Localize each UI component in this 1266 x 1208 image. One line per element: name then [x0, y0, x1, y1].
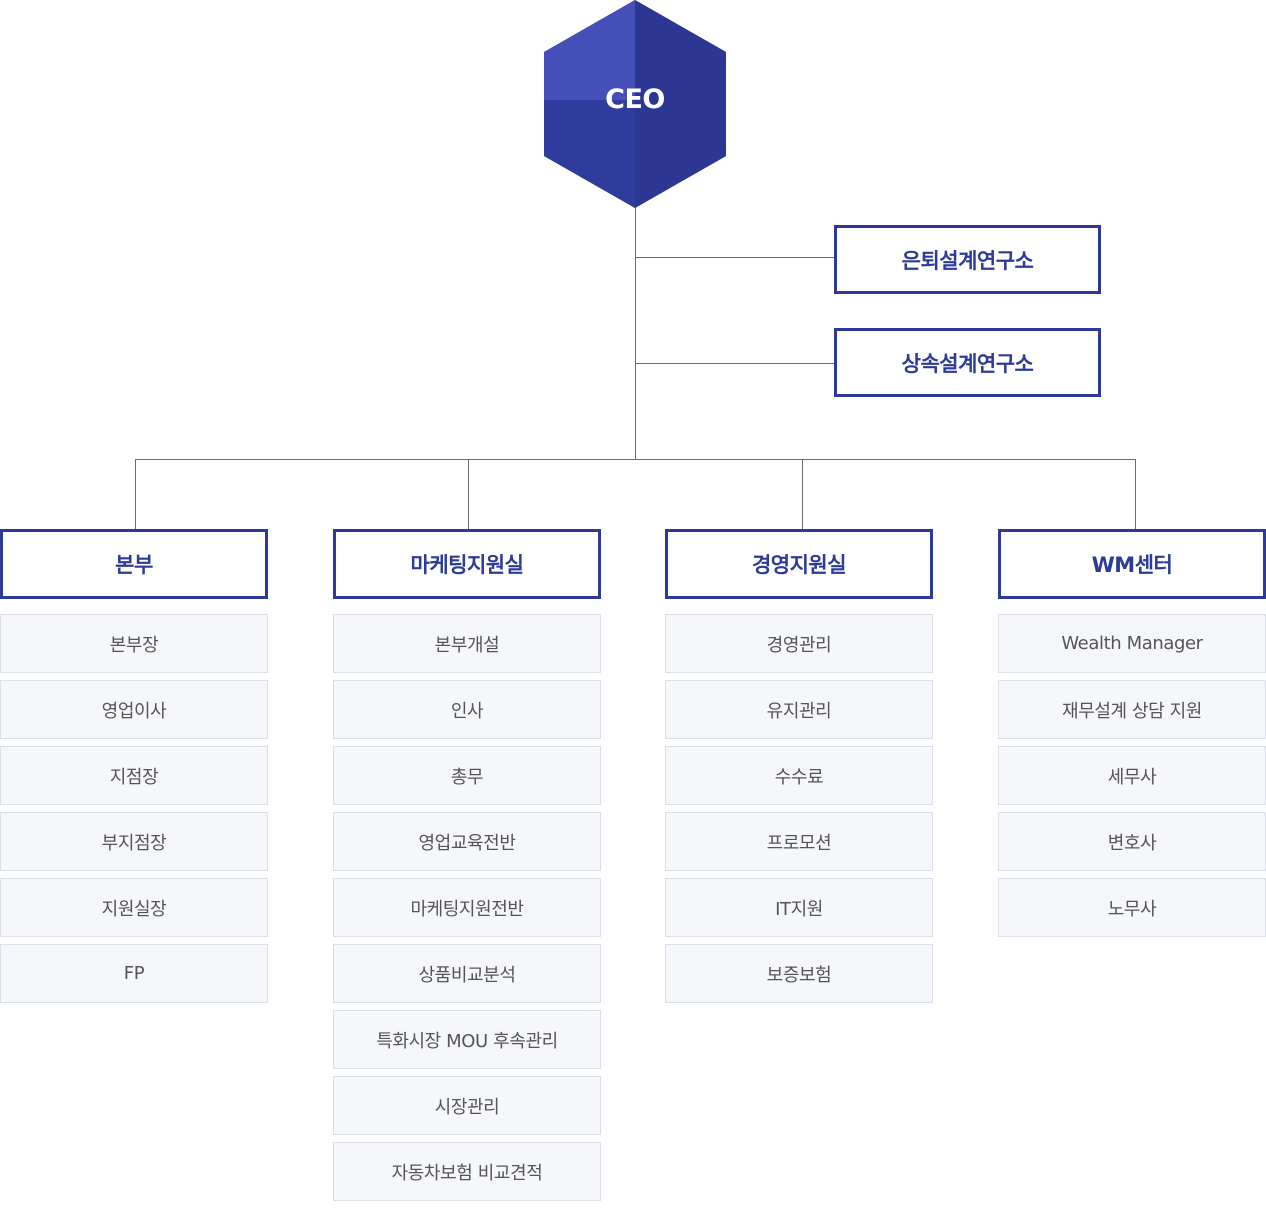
org-item: 인사 — [333, 680, 601, 739]
lab2-connector — [635, 363, 835, 364]
ceo-hexagon-shape — [544, 0, 726, 208]
org-item: Wealth Manager — [998, 614, 1266, 673]
lab-label: 상속설계연구소 — [901, 351, 1034, 376]
org-item: 프로모션 — [665, 812, 933, 871]
org-item: 본부개설 — [333, 614, 601, 673]
org-item: 재무설계 상담 지원 — [998, 680, 1266, 739]
org-item: 자동차보험 비교견적 — [333, 1142, 601, 1201]
org-item: 지원실장 — [0, 878, 268, 937]
org-item: 영업이사 — [0, 680, 268, 739]
dept-header-management: 경영지원실 — [665, 529, 933, 599]
dept4-connector — [1135, 459, 1136, 530]
dept-label: 경영지원실 — [751, 553, 847, 577]
dept-items-management: 경영관리 유지관리 수수료 프로모션 IT지원 보증보험 — [665, 614, 933, 1010]
org-item: 본부장 — [0, 614, 268, 673]
org-item: 시장관리 — [333, 1076, 601, 1135]
org-item: 지점장 — [0, 746, 268, 805]
lab-label: 은퇴설계연구소 — [901, 248, 1034, 273]
department-horizontal-connector — [135, 459, 1136, 460]
lab-box-inheritance: 상속설계연구소 — [834, 328, 1101, 397]
dept-items-headquarters: 본부장 영업이사 지점장 부지점장 지원실장 FP — [0, 614, 268, 1010]
org-item: 부지점장 — [0, 812, 268, 871]
org-item: 노무사 — [998, 878, 1266, 937]
lab1-connector — [635, 257, 835, 258]
org-item: 총무 — [333, 746, 601, 805]
dept-header-headquarters: 본부 — [0, 529, 268, 599]
dept2-connector — [468, 459, 469, 530]
org-item: 경영관리 — [665, 614, 933, 673]
ceo-label: CEO — [605, 84, 665, 115]
dept1-connector — [135, 459, 136, 530]
org-item: 특화시장 MOU 후속관리 — [333, 1010, 601, 1069]
dept-label: 본부 — [115, 553, 153, 577]
ceo-node: CEO — [544, 0, 726, 208]
org-item: 상품비교분석 — [333, 944, 601, 1003]
org-item: FP — [0, 944, 268, 1003]
dept-items-wm-center: Wealth Manager 재무설계 상담 지원 세무사 변호사 노무사 — [998, 614, 1266, 944]
org-item: 세무사 — [998, 746, 1266, 805]
org-item: 수수료 — [665, 746, 933, 805]
dept-label: WM센터 — [1091, 553, 1173, 577]
org-item: 마케팅지원전반 — [333, 878, 601, 937]
org-item: 영업교육전반 — [333, 812, 601, 871]
org-item: IT지원 — [665, 878, 933, 937]
dept-header-wm-center: WM센터 — [998, 529, 1266, 599]
dept-label: 마케팅지원실 — [410, 553, 524, 577]
dept3-connector — [802, 459, 803, 530]
ceo-vertical-connector — [635, 206, 636, 459]
org-item: 변호사 — [998, 812, 1266, 871]
org-item: 유지관리 — [665, 680, 933, 739]
dept-items-marketing: 본부개설 인사 총무 영업교육전반 마케팅지원전반 상품비교분석 특화시장 MO… — [333, 614, 601, 1208]
org-item: 보증보험 — [665, 944, 933, 1003]
lab-box-retirement: 은퇴설계연구소 — [834, 225, 1101, 294]
dept-header-marketing: 마케팅지원실 — [333, 529, 601, 599]
